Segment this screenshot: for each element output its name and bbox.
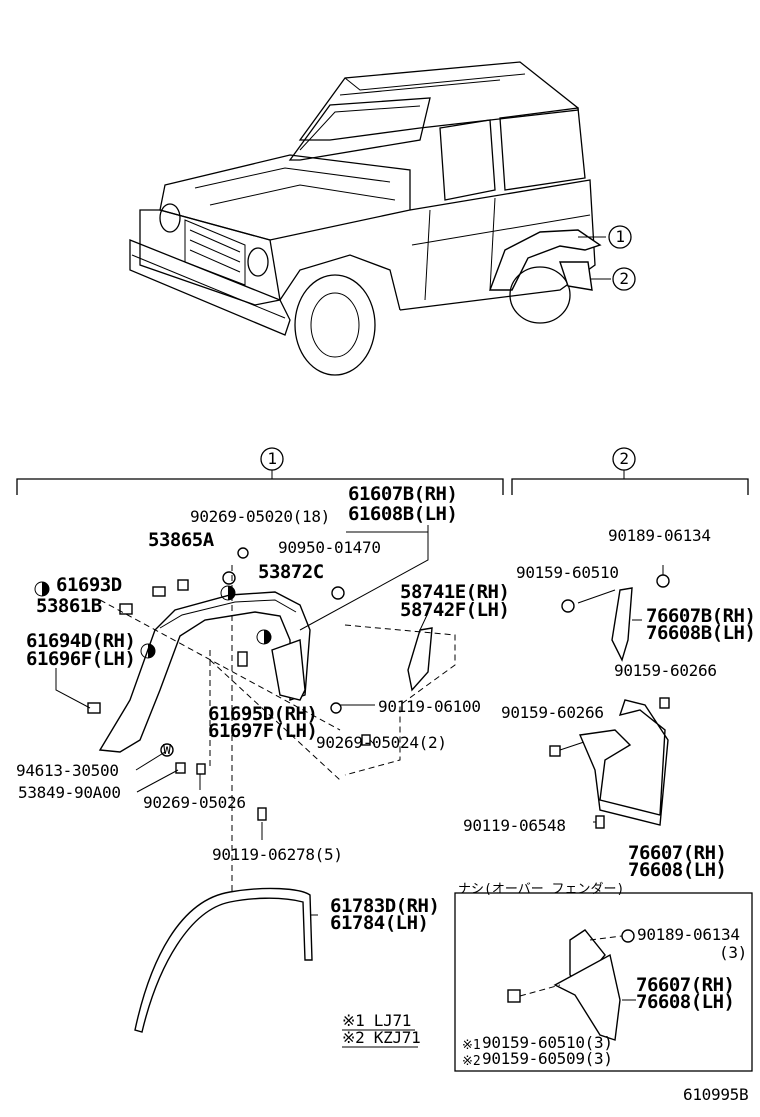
label-61607B: 61607B(RH) — [348, 483, 457, 505]
label-90950-01470: 90950-01470 — [278, 538, 381, 557]
label-61608B: 61608B(LH) — [348, 503, 457, 525]
inset-title: ナシ(オーバー フェンダー) — [458, 882, 624, 897]
group-2-label: 2 — [619, 449, 628, 468]
label-58742F: 58742F(LH) — [400, 599, 509, 621]
screw-90269-05020 — [237, 547, 249, 559]
clip-61693 — [152, 586, 166, 597]
label-94613-30500: 94613-30500 — [16, 761, 119, 780]
callout-2-label: 2 — [619, 269, 628, 288]
group-1-bracket: 1 — [16, 447, 504, 495]
part-labels: 61607B(RH) 61608B(LH) 90269-05020(18) 53… — [16, 483, 756, 1104]
label-61695D: 61695D(RH) — [208, 703, 317, 725]
clip-61695 — [237, 651, 248, 667]
label-53849-90A00: 53849-90A00 — [18, 783, 121, 802]
clip-53872 — [222, 571, 236, 585]
grommet-90950 — [331, 586, 345, 600]
group-1-parts: W — [34, 525, 456, 1033]
label-inset-76607: 76607(RH) — [636, 974, 734, 996]
label-inset-76608: 76608(LH) — [636, 991, 734, 1013]
label-53872C: 53872C — [258, 561, 324, 583]
label-76607B: 76607B(RH) — [646, 605, 755, 627]
label-61694D: 61694D(RH) — [26, 630, 135, 652]
label-inset-90159-60510: 90159-60510(3) — [482, 1033, 613, 1052]
label-90189-06134: 90189-06134 — [608, 526, 711, 545]
note-kzj71: ※2 KZJ71 — [342, 1028, 420, 1047]
clip-53861 — [119, 603, 133, 615]
note-lj71: ※1 LJ71 — [342, 1011, 411, 1030]
group-1-label: 1 — [267, 449, 276, 468]
label-61784: 61784(LH) — [330, 912, 428, 934]
label-inset-90189-06134: 90189-06134 — [637, 925, 740, 944]
svg-text:W: W — [163, 743, 171, 758]
label-90269-05020: 90269-05020(18) — [190, 507, 330, 526]
callout-1: 1 — [578, 225, 632, 249]
label-90159-60266-a: 90159-60266 — [614, 661, 717, 680]
label-76608B: 76608B(LH) — [646, 622, 755, 644]
label-90119-06278: 90119-06278(5) — [212, 845, 343, 864]
label-61783D: 61783D(RH) — [330, 895, 439, 917]
bolt-90119-06278 — [257, 807, 267, 821]
label-90119-06100: 90119-06100 — [378, 697, 481, 716]
clip-53849 — [175, 762, 186, 774]
label-90119-06548: 90119-06548 — [463, 816, 566, 835]
group-2-bracket: 2 — [511, 447, 749, 495]
label-90269-05024: 90269-05024(2) — [316, 733, 447, 752]
callout-2: 2 — [590, 267, 636, 291]
inset-note-mark-2: ※2 — [462, 1054, 481, 1069]
label-76607: 76607(RH) — [628, 842, 726, 864]
label-inset-90159-60509: 90159-60509(3) — [482, 1049, 613, 1068]
screw-90269-05026 — [196, 763, 206, 775]
callout-1-label: 1 — [615, 227, 624, 246]
label-61696F: 61696F(LH) — [26, 648, 135, 670]
label-58741E: 58741E(RH) — [400, 581, 509, 603]
inset-note-mark-1: ※1 — [462, 1038, 481, 1053]
figure-id: 610995B — [683, 1085, 748, 1104]
label-61693D: 61693D — [56, 574, 122, 596]
bolt-90119-06100 — [330, 702, 342, 714]
label-76608: 76608(LH) — [628, 859, 726, 881]
clip-53865 — [177, 579, 189, 591]
vehicle-illustration — [129, 61, 602, 376]
inset-box — [454, 892, 753, 1072]
label-90159-60510: 90159-60510 — [516, 563, 619, 582]
label-90159-60266-b: 90159-60266 — [501, 703, 604, 722]
label-inset-90189-qty: (3) — [719, 943, 747, 962]
group-2-parts — [549, 565, 670, 829]
label-61697F: 61697F(LH) — [208, 720, 317, 742]
label-53861B: 53861B — [36, 595, 102, 617]
label-53865A: 53865A — [148, 529, 215, 551]
clip-61694 — [87, 702, 101, 714]
label-90269-05026: 90269-05026 — [143, 793, 246, 812]
